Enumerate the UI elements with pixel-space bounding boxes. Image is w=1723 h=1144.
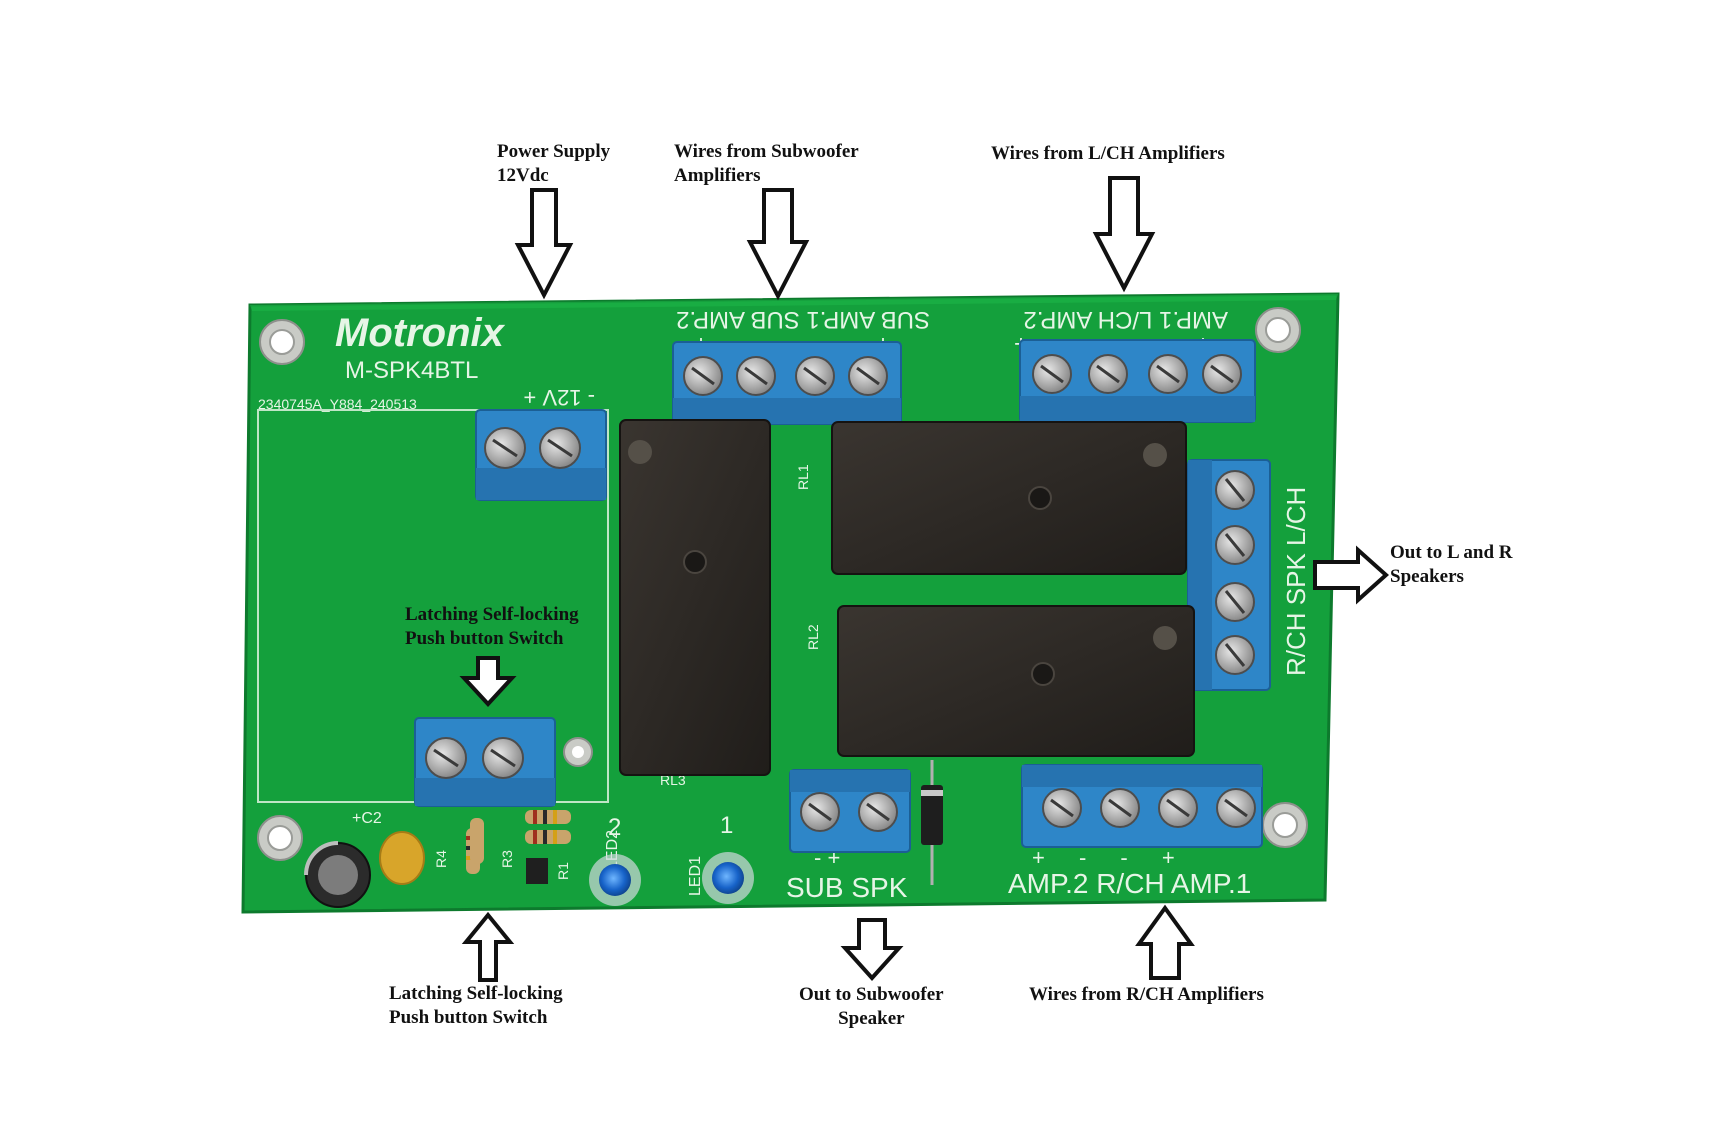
serial-label: 2340745A_Y884_240513 xyxy=(258,396,417,412)
arrow-right-icon xyxy=(1313,545,1390,605)
resistor xyxy=(470,818,484,864)
rch-input-label: AMP.2 R/CH AMP.1 xyxy=(1008,868,1251,899)
resistor xyxy=(525,830,571,844)
mounting-hole xyxy=(257,815,303,861)
resistor xyxy=(525,810,571,824)
relay-rl2 xyxy=(837,605,1195,757)
mounting-hole xyxy=(1262,802,1308,848)
r1-label: R1 xyxy=(555,862,571,880)
electrolytic-capacitor xyxy=(304,841,371,908)
sub-spk-label: SUB SPK xyxy=(786,872,908,903)
arrow-down-icon xyxy=(746,188,810,301)
callout-rch-amps: Wires from R/CH Amplifiers xyxy=(1029,984,1264,1005)
callout-switch-bottom: Latching Self-locking Push button Switch xyxy=(389,983,563,1028)
speaker-out-label: R/CH SPK L/CH xyxy=(1281,487,1311,676)
callout-speakers-out: Out to L and R Speakers xyxy=(1390,542,1513,587)
rch-input-polarity: + - - + xyxy=(1032,845,1189,870)
lch-input-terminal-block xyxy=(1019,339,1256,423)
relay-rl1 xyxy=(831,421,1187,575)
callout-sub-amps: Wires from Subwoofer Amplifiers xyxy=(674,141,859,186)
arrow-down-icon xyxy=(840,918,904,981)
c2-label: +C2 xyxy=(352,810,382,827)
mounting-hole xyxy=(1255,307,1301,353)
arrow-down-icon xyxy=(1092,176,1156,293)
r4-label: R4 xyxy=(433,850,449,868)
relay-rl3 xyxy=(619,419,771,776)
led-2 xyxy=(589,854,641,906)
power-terminal-block xyxy=(475,409,607,501)
switch-terminal-block xyxy=(414,717,593,807)
led-1 xyxy=(702,852,754,904)
power-label: - 12V + xyxy=(523,385,595,410)
speaker-out-terminal-block xyxy=(1187,459,1271,691)
brand-logo: Motronix xyxy=(335,311,506,355)
arrow-up-icon xyxy=(461,911,515,982)
led1-number: 1 xyxy=(720,812,733,839)
lch-input-label: AMP.1 L/CH AMP.2 xyxy=(1023,306,1228,333)
rch-input-terminal-block xyxy=(1021,764,1263,848)
callout-sub-out: Out to Subwoofer Speaker xyxy=(799,984,944,1029)
led2-number: 2 xyxy=(608,814,621,841)
transistor xyxy=(526,858,548,884)
rl2-label: RL2 xyxy=(805,624,821,650)
model-label: M-SPK4BTL xyxy=(345,357,478,384)
callout-switch-top: Latching Self-locking Push button Switch xyxy=(405,604,579,649)
mounting-hole xyxy=(259,319,305,365)
sub-input-terminal-block xyxy=(672,341,902,425)
arrow-up-icon xyxy=(1135,904,1195,980)
sub-spk-terminal-block xyxy=(789,769,911,853)
callout-lch-amps: Wires from L/CH Amplifiers xyxy=(991,143,1225,164)
ceramic-capacitor xyxy=(379,831,425,885)
callout-power-supply: Power Supply 12Vdc xyxy=(497,141,611,186)
led1-label: LED1 xyxy=(687,856,704,896)
arrow-down-icon xyxy=(514,188,574,300)
rl1-label: RL1 xyxy=(795,464,811,490)
diode xyxy=(921,760,943,885)
sub-input-label: SUB AMP.1 SUB AMP.2 xyxy=(676,306,930,333)
r3-label: R3 xyxy=(499,850,515,868)
arrow-down-icon xyxy=(459,656,517,707)
